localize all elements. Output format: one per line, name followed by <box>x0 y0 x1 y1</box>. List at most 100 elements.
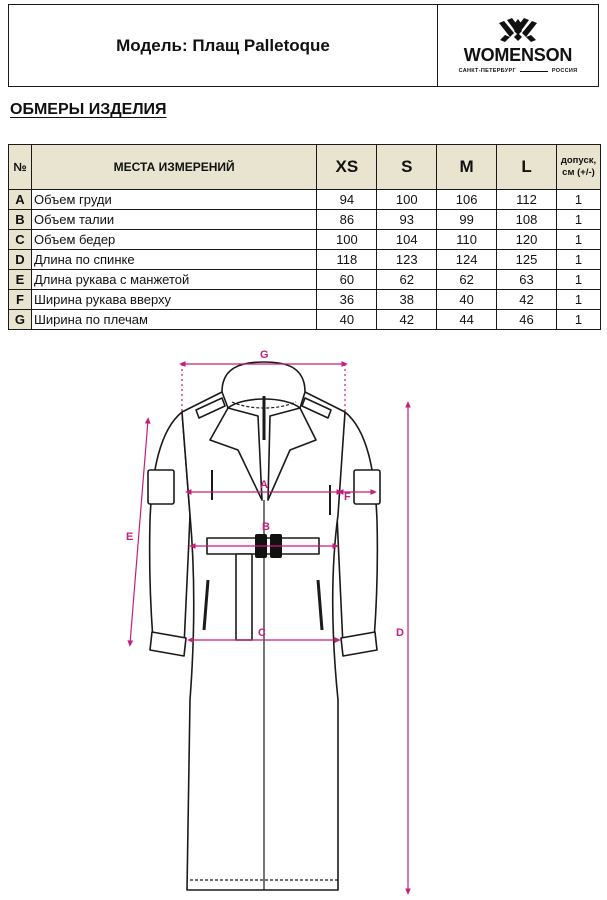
left-cuff <box>149 631 187 657</box>
header-size-l: L <box>496 144 557 190</box>
tolerance-line-1: допуск, <box>560 155 597 166</box>
label-a: A <box>260 479 268 491</box>
row-place: Объем талии <box>30 209 318 230</box>
value-m: 44 <box>436 309 498 330</box>
row-code: C <box>8 229 32 250</box>
row-place: Длина рукава с манжетой <box>30 269 318 290</box>
left-lapel <box>209 407 263 501</box>
header-size-xs: XS <box>316 144 378 190</box>
value-xs: 94 <box>316 189 378 210</box>
table-row: E Длина рукава с манжетой 60 62 62 63 1 <box>8 269 602 290</box>
row-place: Длина по спинке <box>30 249 318 270</box>
tagline-rule <box>519 70 548 72</box>
value-l: 42 <box>496 289 557 310</box>
row-code: B <box>8 209 32 230</box>
brand-name: WOMENSON <box>463 45 573 65</box>
value-s: 100 <box>376 189 438 210</box>
header-number: № <box>8 144 32 190</box>
value-m: 110 <box>436 229 498 250</box>
row-place: Ширина рукава вверху <box>30 289 318 310</box>
label-e: E <box>126 531 133 543</box>
value-xs: 86 <box>316 209 378 230</box>
tagline-city: САНКТ-ПЕТЕРБУРГ <box>458 68 516 74</box>
value-s: 93 <box>376 209 438 230</box>
section-title: ОБМЕРЫ ИЗДЕЛИЯ <box>10 101 167 118</box>
value-s: 38 <box>376 289 438 310</box>
value-tolerance: 1 <box>555 269 602 290</box>
row-code: G <box>8 309 32 330</box>
value-xs: 40 <box>316 309 378 330</box>
brand-mark-icon <box>499 18 537 42</box>
value-l: 125 <box>496 249 557 270</box>
coat-hood <box>221 361 306 409</box>
value-tolerance: 1 <box>555 189 602 210</box>
value-m: 40 <box>436 289 498 310</box>
value-m: 124 <box>436 249 498 270</box>
right-cuff <box>340 631 378 657</box>
table-row: G Ширина по плечам 40 42 44 46 1 <box>8 309 602 330</box>
value-tolerance: 1 <box>555 289 602 310</box>
value-s: 62 <box>376 269 438 290</box>
row-place: Объем груди <box>30 189 318 210</box>
value-xs: 118 <box>316 249 378 270</box>
table-header-row: № МЕСТА ИЗМЕРЕНИЙ XS S M L допуск, см (+… <box>8 144 602 190</box>
row-code: D <box>8 249 32 270</box>
header-box: Модель: Плащ Palletoque WOMENSON САНКТ-П… <box>8 4 599 87</box>
value-l: 120 <box>496 229 557 250</box>
header-measure-place: МЕСТА ИЗМЕРЕНИЙ <box>30 144 318 190</box>
header-size-m: M <box>436 144 498 190</box>
label-d: D <box>396 627 404 639</box>
label-g: G <box>260 349 269 361</box>
row-place: Ширина по плечам <box>30 309 318 330</box>
row-code: F <box>8 289 32 310</box>
value-tolerance: 1 <box>555 229 602 250</box>
value-xs: 60 <box>316 269 378 290</box>
value-m: 99 <box>436 209 498 230</box>
header-size-s: S <box>376 144 438 190</box>
value-l: 46 <box>496 309 557 330</box>
value-l: 112 <box>496 189 557 210</box>
right-sleeve-pocket <box>353 469 381 505</box>
table-row: F Ширина рукава вверху 36 38 40 42 1 <box>8 289 602 310</box>
value-tolerance: 1 <box>555 249 602 270</box>
belt-tail <box>235 553 253 641</box>
right-lapel <box>267 407 317 501</box>
value-tolerance: 1 <box>555 309 602 330</box>
value-m: 106 <box>436 189 498 210</box>
tagline-country: РОССИЯ <box>551 68 578 74</box>
tolerance-line-2: см (+/-) <box>562 167 595 178</box>
value-xs: 36 <box>316 289 378 310</box>
measurements-table: № МЕСТА ИЗМЕРЕНИЙ XS S M L допуск, см (+… <box>8 144 602 330</box>
value-xs: 100 <box>316 229 378 250</box>
value-l: 108 <box>496 209 557 230</box>
table-row: B Объем талии 86 93 99 108 1 <box>8 209 602 230</box>
right-epaulette <box>301 397 332 419</box>
measure-e-line <box>127 417 151 647</box>
pocket-right <box>316 579 324 631</box>
value-tolerance: 1 <box>555 209 602 230</box>
pocket-left <box>202 579 210 631</box>
value-s: 104 <box>376 229 438 250</box>
measurement-labels: G A B C D E F <box>126 349 404 639</box>
value-m: 62 <box>436 269 498 290</box>
left-epaulette <box>195 397 226 419</box>
row-code: E <box>8 269 32 290</box>
model-title: Модель: Плащ Palletoque <box>9 5 438 86</box>
row-code: A <box>8 189 32 210</box>
table-row: D Длина по спинке 118 123 124 125 1 <box>8 249 602 270</box>
brand-logo: WOMENSON САНКТ-ПЕТЕРБУРГ РОССИЯ <box>438 5 598 86</box>
label-f: F <box>344 491 351 503</box>
label-b: B <box>262 521 270 533</box>
hood-stitch <box>231 401 297 409</box>
table-row: C Объем бедер 100 104 110 120 1 <box>8 229 602 250</box>
header-tolerance: допуск, см (+/-) <box>555 144 602 190</box>
row-place: Объем бедер <box>30 229 318 250</box>
table-row: A Объем груди 94 100 106 112 1 <box>8 189 602 210</box>
measurement-lines <box>127 361 411 895</box>
label-c: C <box>258 627 266 639</box>
brand-tagline: САНКТ-ПЕТЕРБУРГ РОССИЯ <box>459 68 578 74</box>
left-sleeve-pocket <box>147 469 175 505</box>
coat-sketch: G A B C D E F <box>126 349 411 895</box>
value-s: 42 <box>376 309 438 330</box>
value-s: 123 <box>376 249 438 270</box>
